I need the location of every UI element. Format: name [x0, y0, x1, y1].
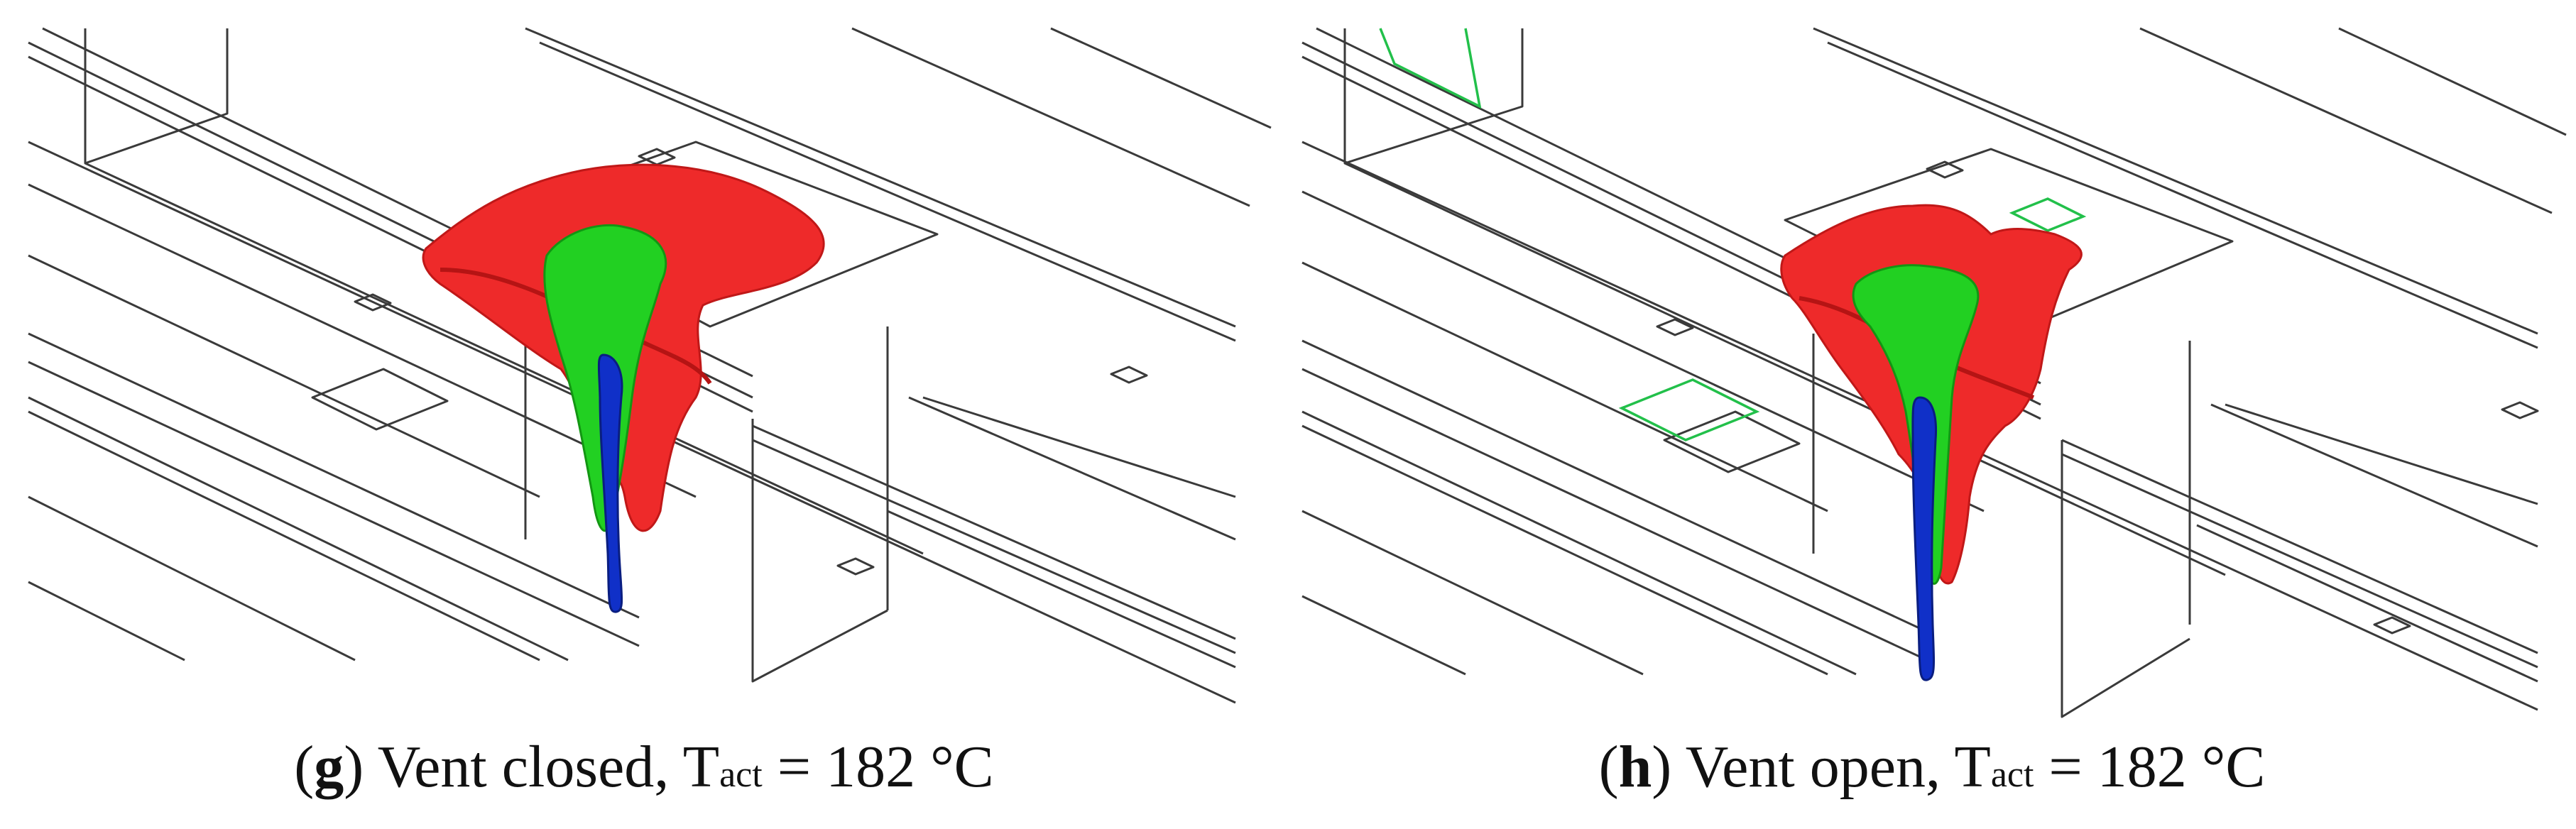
vent-outline-left	[1618, 378, 1760, 441]
caption-g: (g) Vent closed, Tact = 182 °C	[294, 734, 994, 800]
simulation-view-h	[1301, 27, 2567, 718]
caption-subscript: act	[1990, 754, 2034, 795]
panel-letter: h	[1618, 734, 1652, 800]
caption-text: Vent open, T	[1685, 734, 1991, 800]
plume-isosurface	[1780, 204, 2083, 681]
panel-letter: g	[314, 734, 344, 800]
vent-outline-right	[2009, 197, 2087, 232]
vent-outline-top	[1379, 28, 1482, 109]
simulation-view-g	[28, 27, 1272, 704]
panel-h: (h) Vent open, Tact = 182 °C	[1288, 0, 2576, 829]
caption-value: = 182 °C	[2048, 734, 2266, 800]
caption-subscript: act	[719, 754, 763, 795]
panel-g: (g) Vent closed, Tact = 182 °C	[28, 27, 1272, 800]
plume-core-blue	[1911, 396, 1938, 681]
open-vents	[1379, 28, 2087, 441]
plume-isosurface	[422, 163, 825, 613]
plume-core-blue	[597, 353, 623, 613]
caption-h: (h) Vent open, Tact = 182 °C	[1598, 734, 2266, 800]
caption-text: Vent closed, T	[377, 734, 720, 800]
caption-value: = 182 °C	[777, 734, 994, 800]
